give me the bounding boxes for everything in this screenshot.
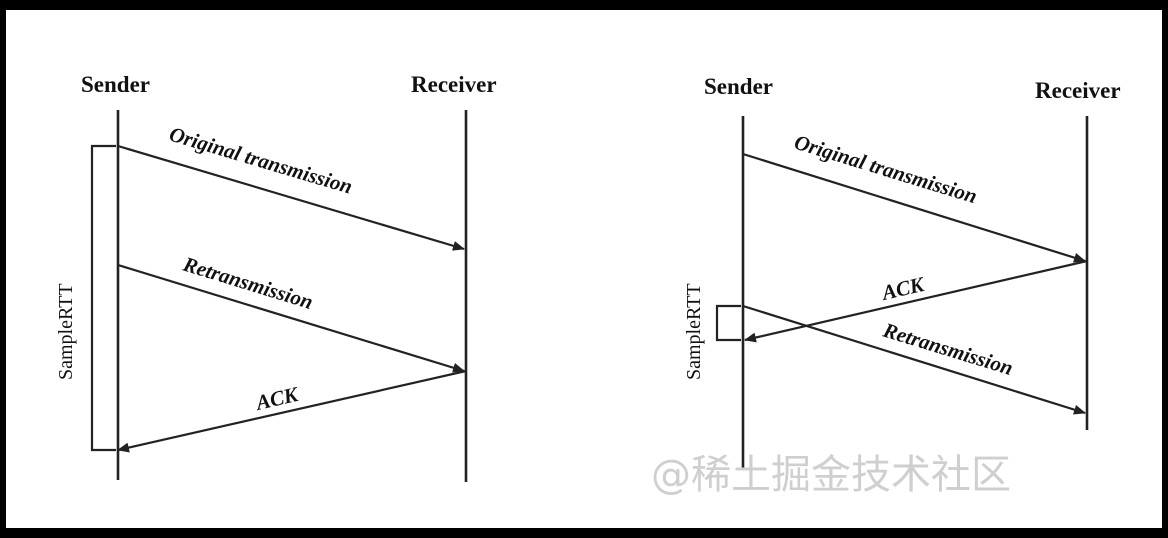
right-retransmission-arrow <box>742 304 1086 415</box>
left-samplertt-bracket <box>90 144 116 452</box>
diagram-frame: Sender Receiver SampleRTT Original trans… <box>6 10 1162 528</box>
left-ack-arrow <box>117 369 467 453</box>
right-receiver-label: Receiver <box>1035 78 1121 103</box>
left-original-transmission-label: Original transmission <box>167 122 356 199</box>
right-samplertt-label: SampleRTT <box>683 283 705 380</box>
watermark-text: @稀土掘金技术社区 <box>651 452 1011 498</box>
left-retransmission-arrow <box>117 263 465 373</box>
right-samplertt-bracket <box>715 304 741 342</box>
right-ack-arrow <box>744 259 1088 343</box>
left-sender-label: Sender <box>81 72 150 97</box>
right-diagram: Sender Receiver SampleRTT Original trans… <box>683 74 1121 470</box>
left-receiver-label: Receiver <box>411 72 497 97</box>
right-original-transmission-label: Original transmission <box>792 130 980 208</box>
left-diagram: Sender Receiver SampleRTT Original trans… <box>55 72 497 482</box>
sequence-diagrams: Sender Receiver SampleRTT Original trans… <box>55 72 1121 498</box>
left-original-transmission-arrow <box>117 144 465 251</box>
left-samplertt-label: SampleRTT <box>55 283 77 380</box>
right-original-transmission-arrow <box>742 152 1086 263</box>
right-sender-label: Sender <box>704 74 773 99</box>
